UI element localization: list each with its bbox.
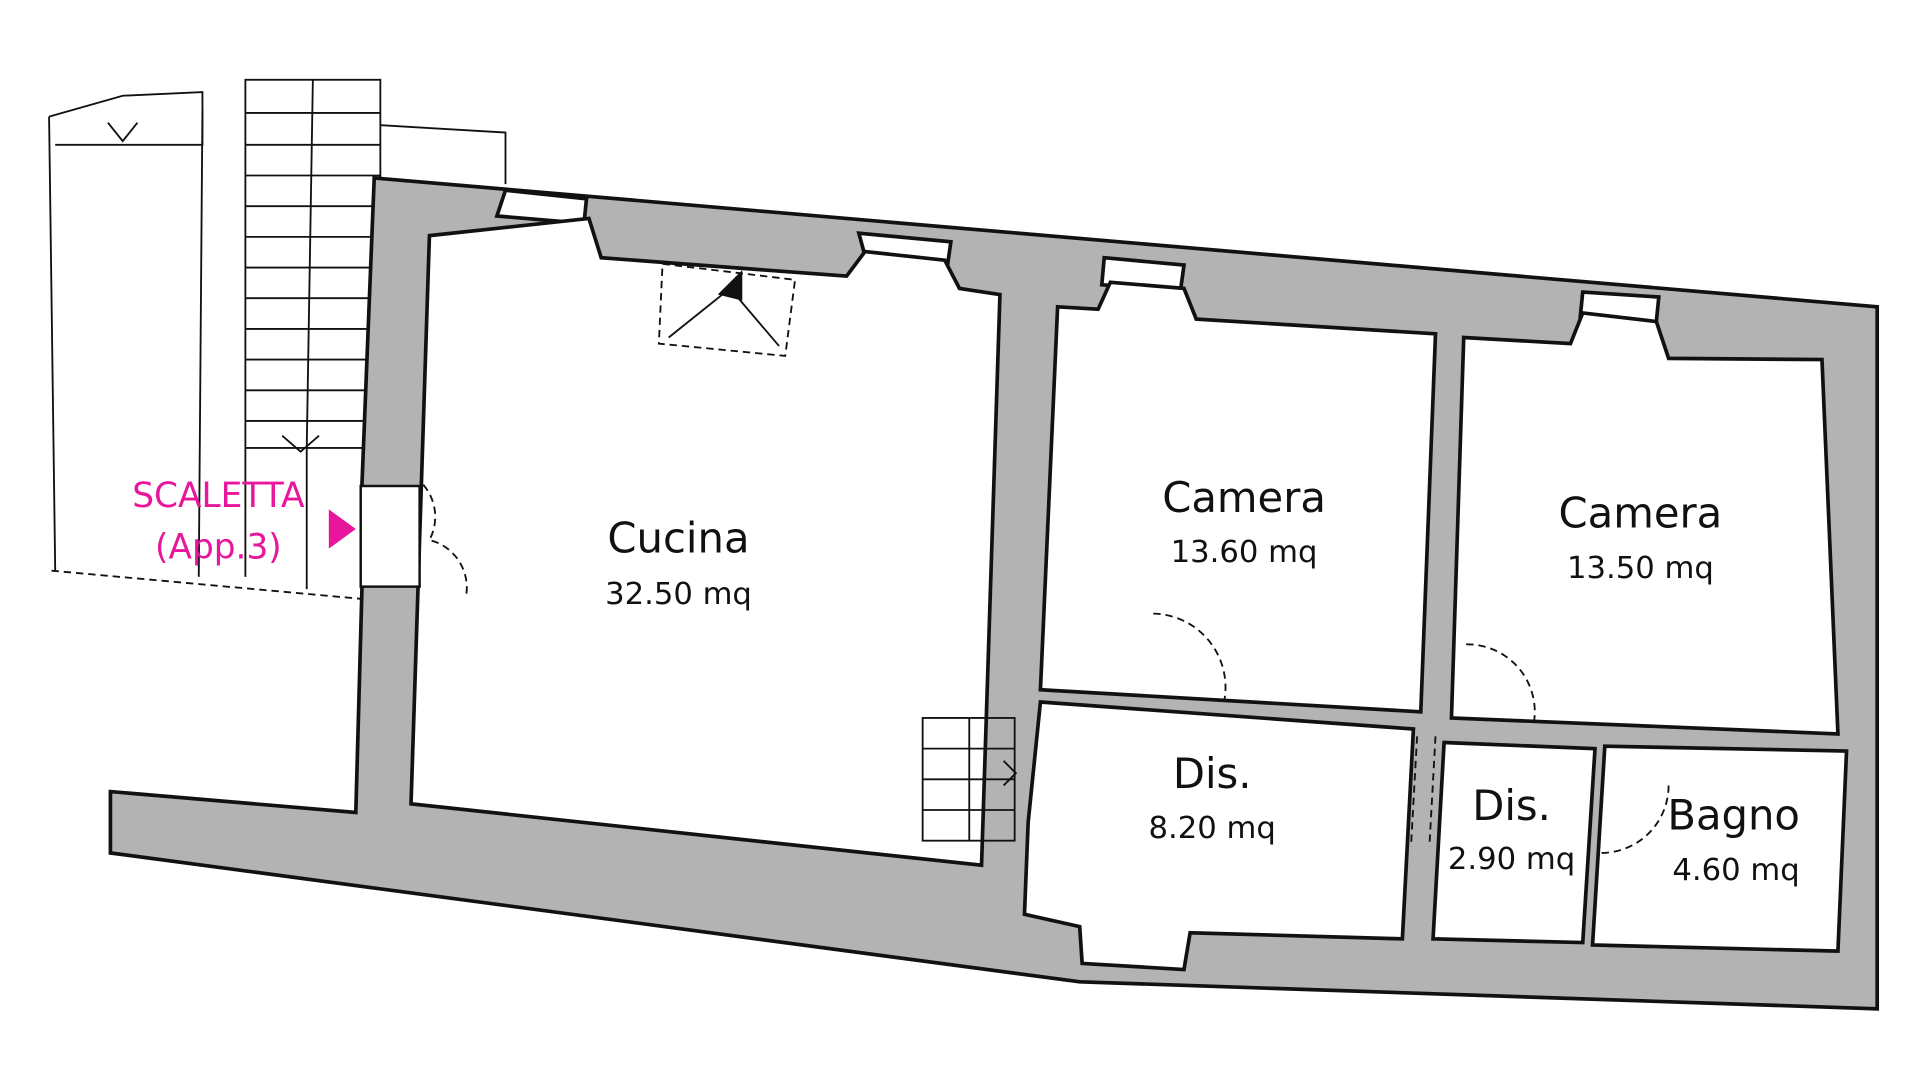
- exterior-stairs: [48, 78, 507, 600]
- scaletta-sublabel: (App.3): [155, 527, 282, 567]
- entrance-opening: [359, 484, 421, 588]
- fireplace: [657, 262, 797, 357]
- scaletta-label: SCALETTA: [132, 476, 305, 516]
- room-camera-2: [1449, 310, 1840, 736]
- room-area-cucina: 32.50 mq: [605, 577, 752, 612]
- room-dis-2: [1431, 740, 1597, 945]
- room-camera-1: [1038, 280, 1438, 714]
- room-label-dis-1: Dis.: [1173, 749, 1252, 798]
- room-cucina: [409, 216, 1002, 868]
- room-label-camera-1: Camera: [1162, 473, 1326, 522]
- room-label-cucina: Cucina: [607, 513, 749, 562]
- arrow-right-icon: [328, 509, 356, 549]
- internal-stairs: [921, 717, 1018, 842]
- room-area-dis-1: 8.20 mq: [1149, 811, 1276, 846]
- room-area-camera-2: 13.50 mq: [1567, 551, 1714, 586]
- doors: [422, 484, 1670, 854]
- room-area-dis-2: 2.90 mq: [1448, 842, 1575, 877]
- room-label-bagno: Bagno: [1667, 791, 1800, 840]
- room-label-camera-2: Camera: [1559, 489, 1723, 538]
- room-area-camera-1: 13.60 mq: [1171, 535, 1318, 570]
- room-label-dis-2: Dis.: [1472, 781, 1551, 830]
- room-bagno: [1590, 744, 1849, 954]
- room-area-bagno: 4.60 mq: [1672, 853, 1799, 888]
- room-dis-1: [1022, 700, 1416, 972]
